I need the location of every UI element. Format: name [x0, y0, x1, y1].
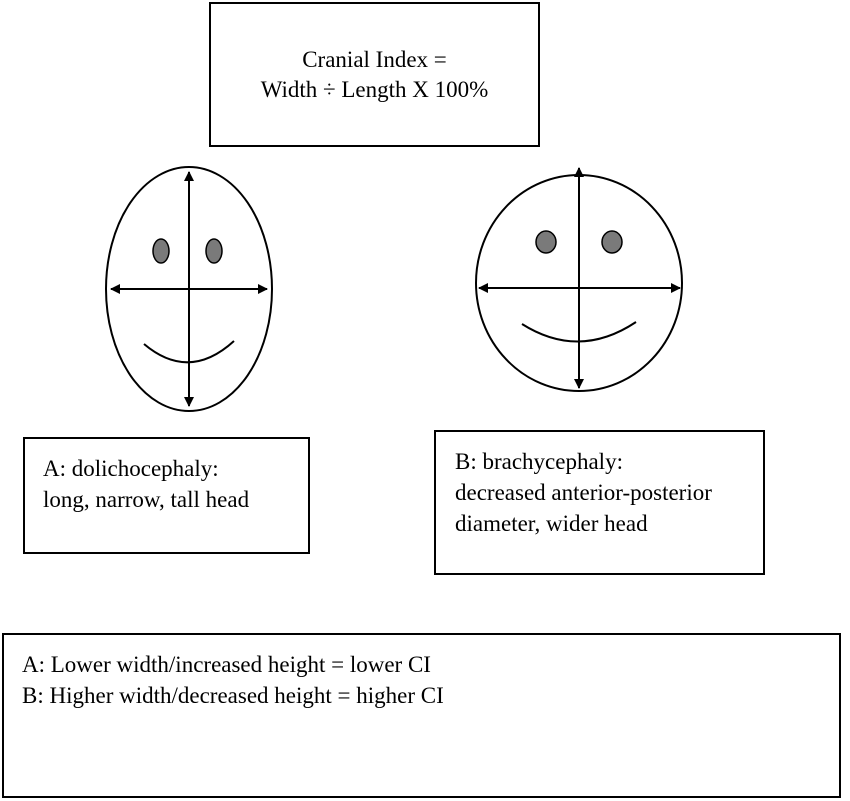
face-b-label-description-1: decreased anterior-posterior: [455, 480, 712, 505]
summary-box: A: Lower width/increased height = lower …: [2, 633, 841, 798]
face-b: [475, 167, 683, 392]
face-a-label-title: A: dolichocephaly:: [43, 456, 219, 481]
face-a: [105, 166, 273, 412]
face-a-mouth: [143, 340, 235, 364]
summary-line-a: A: Lower width/increased height = lower …: [22, 652, 431, 677]
formula-expression: Width ÷ Length X 100%: [260, 76, 489, 102]
face-b-label-title: B: brachycephaly:: [455, 449, 623, 474]
formula-title: Cranial Index =: [302, 46, 447, 72]
face-b-right-eye: [601, 230, 623, 254]
face-b-mouth: [521, 321, 637, 343]
face-a-label-box: A: dolichocephaly: long, narrow, tall he…: [23, 437, 310, 554]
cranial-index-formula-box: Cranial Index = Width ÷ Length X 100%: [209, 2, 540, 147]
summary-line-b: B: Higher width/decreased height = highe…: [22, 683, 444, 708]
face-a-right-eye: [205, 238, 223, 264]
face-b-label-description-2: diameter, wider head: [455, 511, 648, 536]
face-a-label-description: long, narrow, tall head: [43, 487, 250, 512]
face-b-left-eye: [535, 230, 557, 254]
face-a-outline: [105, 166, 273, 412]
face-b-label-box: B: brachycephaly: decreased anterior-pos…: [434, 430, 765, 575]
face-a-left-eye: [152, 238, 170, 264]
